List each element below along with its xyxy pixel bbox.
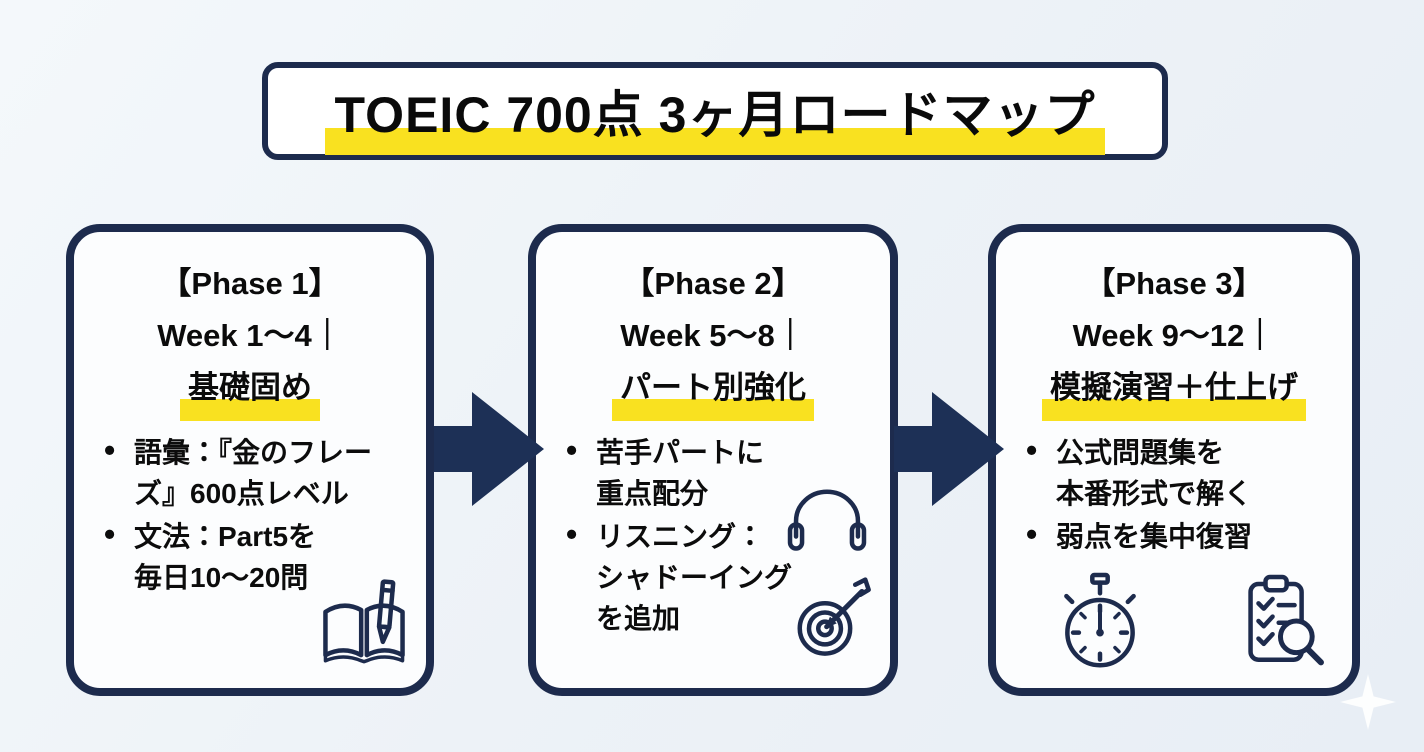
right-arrow-icon <box>434 392 544 506</box>
bullet-line: 語彙：『金のフレー <box>134 437 373 468</box>
week-label: Week 9〜12｜ <box>1072 318 1276 353</box>
phase-heading: 【Phase 1】 Week 1〜4｜ 基礎固め <box>74 258 426 421</box>
phase-label: 【Phase 2】 <box>623 266 803 301</box>
phase-heading: 【Phase 2】 Week 5〜8｜ パート別強化 <box>536 258 890 421</box>
bullet-line: ズ』600点レベル <box>134 478 349 509</box>
bullet-item: 語彙：『金のフレー ズ』600点レベル <box>102 430 414 514</box>
right-arrow-icon <box>894 392 1004 506</box>
phase-card-2: 【Phase 2】 Week 5〜8｜ パート別強化 苦手パートに 重点配分 リ… <box>528 224 898 696</box>
phase-card-1: 【Phase 1】 Week 1〜4｜ 基礎固め 語彙：『金のフレー ズ』600… <box>66 224 434 696</box>
headphones-icon <box>784 484 870 558</box>
bullet-item: 文法：Part5を 毎日10〜20問 <box>102 514 414 598</box>
bullet-line: 毎日10〜20問 <box>134 562 309 593</box>
bullet-list: 公式問題集を 本番形式で解く 弱点を集中復習 <box>996 430 1352 557</box>
title-box: TOEIC 700点 3ヶ月ロードマップ <box>262 62 1168 160</box>
checklist-magnifier-icon <box>1240 572 1328 670</box>
stopwatch-icon <box>1052 572 1148 674</box>
bullet-line: 文法：Part5を <box>134 521 317 552</box>
bullet-item: 苦手パートに 重点配分 <box>564 430 878 514</box>
week-label: Week 1〜4｜ <box>157 318 343 353</box>
phase-label: 【Phase 1】 <box>160 266 340 301</box>
bullet-line: 重点配分 <box>596 478 709 509</box>
target-arrow-icon <box>788 576 872 664</box>
bullet-item: 公式問題集を 本番形式で解く <box>1024 430 1340 514</box>
bullet-line: 本番形式で解く <box>1056 478 1253 509</box>
book-pencil-icon <box>316 578 412 672</box>
bullet-item: 弱点を集中復習 <box>1024 514 1340 557</box>
bullet-line: 苦手パートに <box>596 437 765 468</box>
phase-card-3: 【Phase 3】 Week 9〜12｜ 模擬演習＋仕上げ 公式問題集を 本番形… <box>988 224 1360 696</box>
bullet-item: リスニング： シャドーイング を追加 <box>564 514 878 639</box>
bullet-list: 苦手パートに 重点配分 リスニング： シャドーイング を追加 <box>536 430 890 639</box>
bullet-line: リスニング： <box>596 521 765 552</box>
phase-heading: 【Phase 3】 Week 9〜12｜ 模擬演習＋仕上げ <box>996 258 1352 421</box>
bullet-line: 弱点を集中復習 <box>1056 521 1253 552</box>
focus-label: 基礎固め <box>180 362 320 421</box>
phase-label: 【Phase 3】 <box>1084 266 1264 301</box>
page-title: TOEIC 700点 3ヶ月ロードマップ <box>324 75 1106 155</box>
bullet-line: シャドーイング <box>596 562 793 593</box>
focus-label: 模擬演習＋仕上げ <box>1042 362 1306 421</box>
week-label: Week 5〜8｜ <box>620 318 806 353</box>
bullet-line: 公式問題集を <box>1056 437 1225 468</box>
focus-label: パート別強化 <box>612 362 814 421</box>
bullet-list: 語彙：『金のフレー ズ』600点レベル 文法：Part5を 毎日10〜20問 <box>74 430 426 598</box>
bullet-line: を追加 <box>596 603 681 634</box>
